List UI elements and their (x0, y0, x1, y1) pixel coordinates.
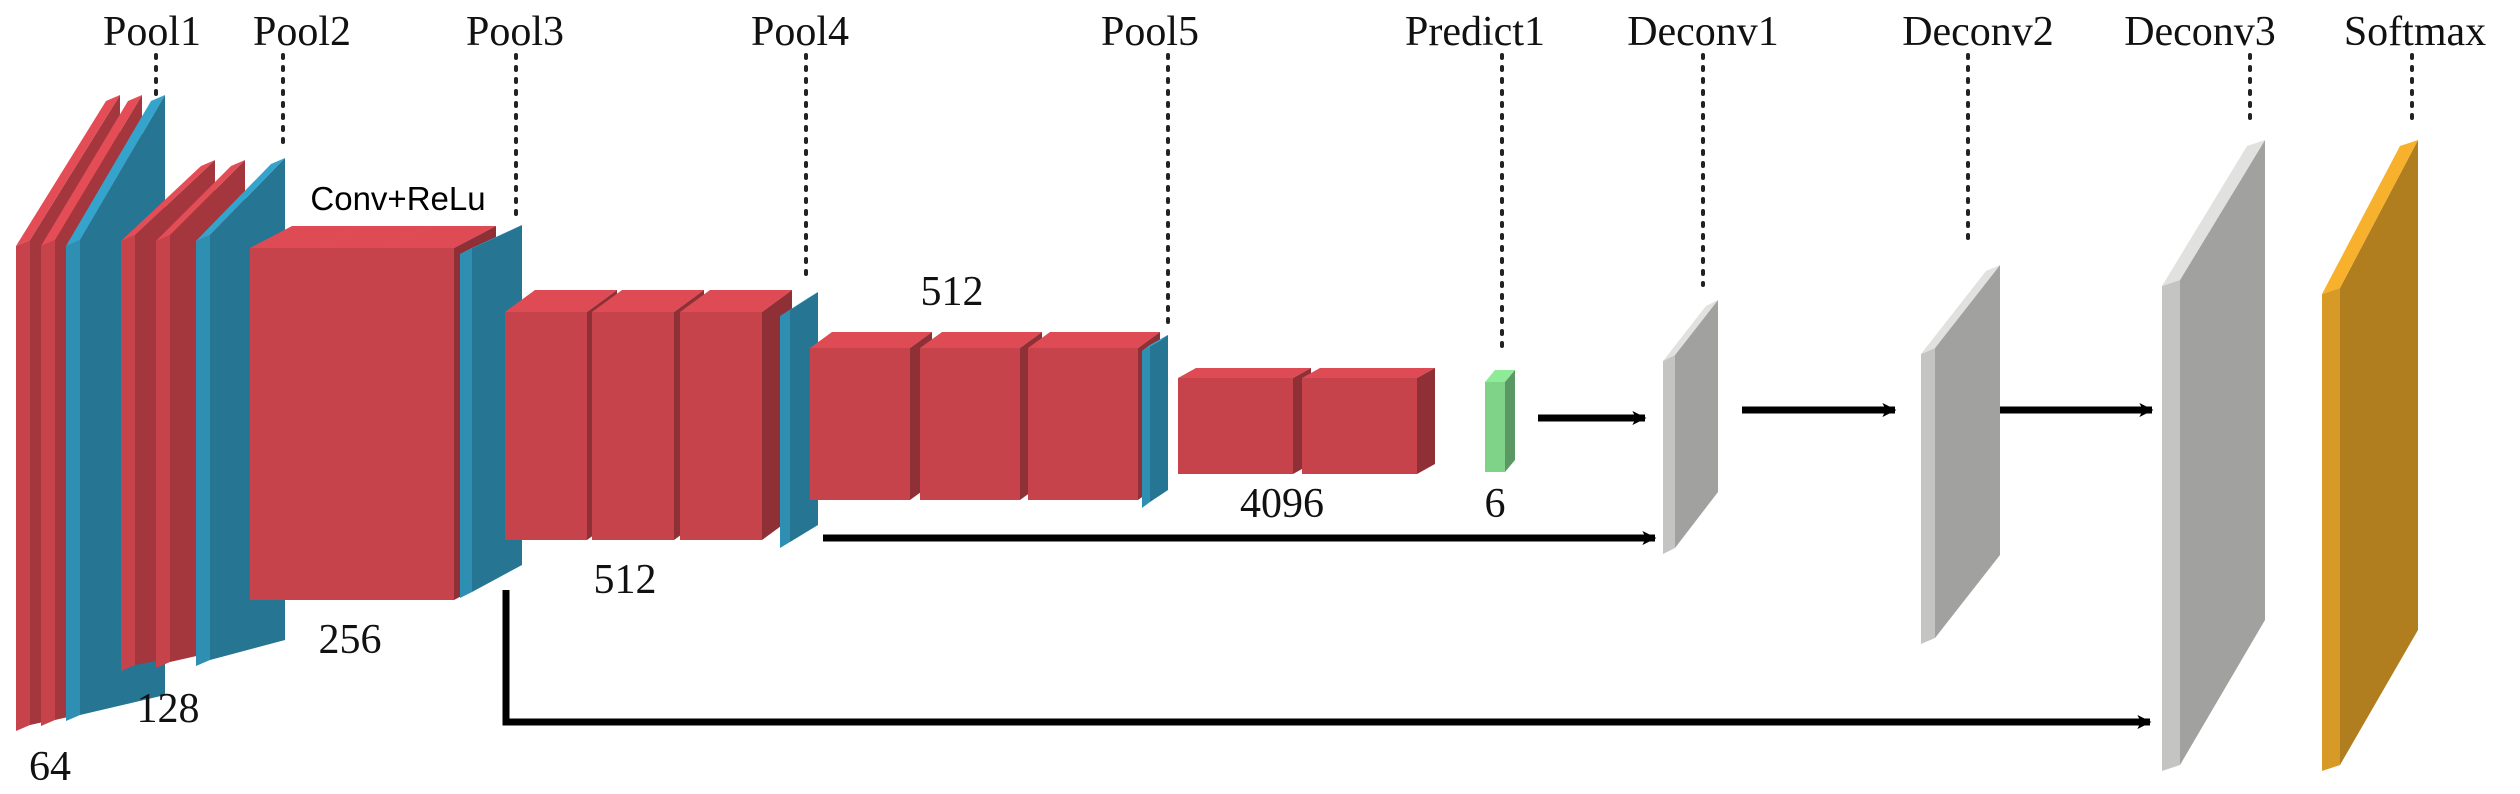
deconv1-label: Deconv1 (1627, 9, 1779, 55)
block4-conv3-top (680, 290, 792, 312)
softmax-layer-face (2340, 140, 2418, 765)
deconv2-layer-top (1921, 265, 2000, 354)
fc-layer2-side (1417, 368, 1435, 474)
block1-conv2-edge (41, 240, 55, 726)
block5-conv2 (920, 332, 1042, 500)
block5-conv1-front (810, 348, 910, 500)
channel-labels: 64 128 256 512 512 4096 6 (29, 269, 1506, 790)
channels-block5: 512 (921, 269, 984, 315)
pool1-layer-edge (66, 240, 80, 721)
block4-conv2-front (592, 312, 674, 540)
block5-conv1-top (810, 332, 932, 348)
block5-conv3 (1028, 332, 1160, 500)
block2-conv2-edge (156, 235, 170, 668)
predict1-layer-side (1505, 370, 1515, 472)
block5-conv2-front (920, 348, 1020, 500)
channels-block2: 128 (137, 686, 200, 732)
softmax-layer (2322, 140, 2418, 771)
block2-conv2-top (156, 160, 245, 241)
arrows (502, 403, 2154, 729)
predict1-label: Predict1 (1405, 9, 1545, 55)
softmax-layer-edge (2322, 288, 2340, 771)
fc-layer2 (1302, 368, 1435, 474)
block2-conv1-edge (121, 235, 135, 671)
channels-predict: 6 (1485, 481, 1506, 527)
block4-conv1-top (505, 290, 617, 312)
pool4-label: Pool4 (751, 9, 849, 55)
block3-conv2-front (318, 248, 386, 600)
block5-conv2-top (920, 332, 1042, 348)
pool5-layer-face (1150, 335, 1168, 502)
deconv1-layer-edge (1663, 355, 1675, 554)
leader-lines (154, 53, 2414, 357)
block1-conv1-edge (16, 240, 30, 731)
softmax-layer-top (2322, 140, 2418, 294)
pool4-layer-top (780, 292, 818, 316)
block5-conv3-top (1028, 332, 1160, 348)
deconv3-layer (2162, 140, 2265, 771)
pool1-label: Pool1 (103, 9, 201, 55)
pool2-layer-top (196, 158, 285, 241)
predict1-layer-front (1485, 382, 1505, 472)
channels-fc: 4096 (1240, 481, 1324, 527)
fc-layer1 (1178, 368, 1311, 474)
block4-conv2-top (592, 290, 704, 312)
conv-relu-label: Conv+ReLu (310, 180, 485, 217)
deconv3-label: Deconv3 (2124, 9, 2276, 55)
block3-conv3-top (386, 226, 496, 248)
channels-block4: 512 (594, 557, 657, 603)
block4-conv3 (680, 290, 792, 540)
deconv2-layer-face (1935, 265, 2000, 638)
deconv3-layer-face (2180, 140, 2265, 765)
deconv1-layer (1663, 300, 1718, 554)
block4-conv3-front (680, 312, 762, 540)
channels-block1: 64 (29, 744, 71, 790)
block3-conv1-front (250, 248, 318, 600)
pool5-label: Pool5 (1101, 9, 1199, 55)
block1-conv1-top (16, 95, 120, 246)
top-labels: Pool1 Pool2 Pool3 Pool4 Pool5 Predict1 D… (103, 9, 2486, 55)
deconv2-label: Deconv2 (1902, 9, 2054, 55)
pool3-layer-top (460, 225, 522, 254)
fc-layer2-top (1302, 368, 1435, 378)
fc-layer1-front (1178, 378, 1293, 474)
predict1-layer (1485, 370, 1515, 472)
block5-conv3-front (1028, 348, 1138, 500)
block3-conv1-top (250, 226, 360, 248)
pool3-label: Pool3 (466, 9, 564, 55)
block3-conv2-top (318, 226, 428, 248)
pool5-layer-edge (1142, 345, 1150, 508)
deconv3-layer-top (2162, 140, 2265, 286)
network-blocks (16, 95, 2418, 771)
skip-arrow-pool3-to-deconv3 (502, 590, 2152, 729)
pool5-layer-top (1142, 335, 1168, 351)
channels-block3: 256 (319, 617, 382, 663)
fc-layer1-top (1178, 368, 1311, 378)
pool3-layer-edge (460, 248, 472, 598)
deconv3-layer-edge (2162, 280, 2180, 771)
block1-conv2-top (41, 95, 142, 246)
pool1-layer-top (66, 95, 165, 246)
deconv1-layer-face (1675, 300, 1718, 548)
block3-conv3-front (386, 248, 454, 600)
softmax-label: Softmax (2344, 9, 2486, 55)
pool5-layer (1142, 335, 1168, 508)
block2-conv1-top (121, 160, 215, 241)
deconv1-layer-top (1663, 300, 1718, 361)
deconv2-layer-edge (1921, 348, 1935, 644)
fc-layer2-front (1302, 378, 1417, 474)
pool4-layer-edge (780, 310, 790, 548)
block5-conv1 (810, 332, 932, 500)
pool2-label: Pool2 (253, 9, 351, 55)
pool2-layer-edge (196, 235, 210, 666)
block4-conv1-front (505, 312, 587, 540)
deconv2-layer (1921, 265, 2000, 644)
